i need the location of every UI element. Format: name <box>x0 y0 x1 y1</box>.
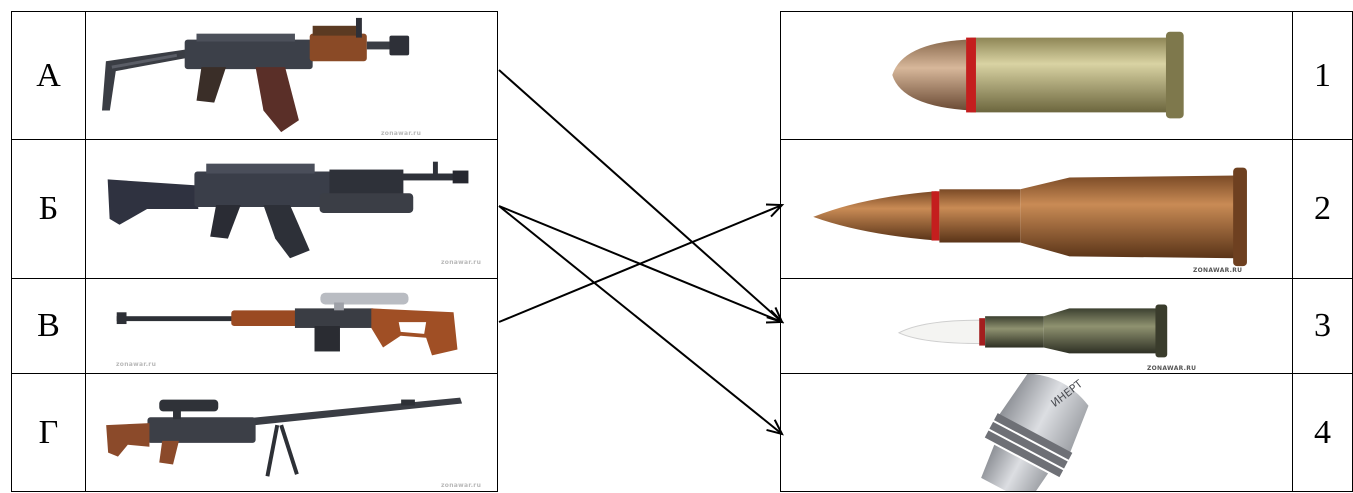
pistol-cartridge-icon <box>892 31 1184 119</box>
left-label-a: А <box>11 11 86 140</box>
ammo-image-cell-3: ZONAWAR.RU <box>780 278 1293 374</box>
dragunov-sniper-rifle-icon <box>116 292 458 356</box>
grenade-round-icon: ИНЕРТ <box>981 374 1089 491</box>
left-label-v: В <box>11 278 86 374</box>
right-label-4: 4 <box>1292 373 1353 492</box>
weapon-image-cell-a: zonawar.ru <box>85 11 498 140</box>
connection-arrow-1 <box>498 205 785 324</box>
watermark-2: ZONAWAR.RU <box>1193 267 1243 274</box>
ak-with-grenade-launcher-icon <box>107 161 469 259</box>
large-caliber-cartridge-icon <box>897 304 1168 358</box>
right-label-3: 3 <box>1292 278 1353 374</box>
large-caliber-sniper-rifle-icon <box>106 397 463 477</box>
watermark-b: zonawar.ru <box>441 259 482 266</box>
weapon-image-cell-v: zonawar.ru <box>85 278 498 374</box>
watermark-a: zonawar.ru <box>381 130 422 137</box>
ammo-image-cell-1 <box>780 11 1293 140</box>
rifle-cartridge-icon <box>813 167 1247 267</box>
weapon-image-cell-g: zonawar.ru <box>85 373 498 492</box>
weapon-image-cell-b: zonawar.ru <box>85 139 498 279</box>
watermark-g: zonawar.ru <box>441 482 482 489</box>
left-label-g: Г <box>11 373 86 492</box>
left-label-b: Б <box>11 139 86 279</box>
right-label-1: 1 <box>1292 11 1353 140</box>
ammo-image-cell-2: ZONAWAR.RU <box>780 139 1293 279</box>
connection-arrow-0 <box>498 69 784 324</box>
right-label-2: 2 <box>1292 139 1353 279</box>
ammo-image-cell-4: ИНЕРТ <box>780 373 1293 492</box>
connection-arrow-2 <box>498 205 784 436</box>
connection-arrow-3 <box>498 203 785 323</box>
watermark-3: ZONAWAR.RU <box>1147 365 1197 372</box>
aks74u-rifle-icon <box>101 17 410 133</box>
watermark-v: zonawar.ru <box>116 361 157 368</box>
